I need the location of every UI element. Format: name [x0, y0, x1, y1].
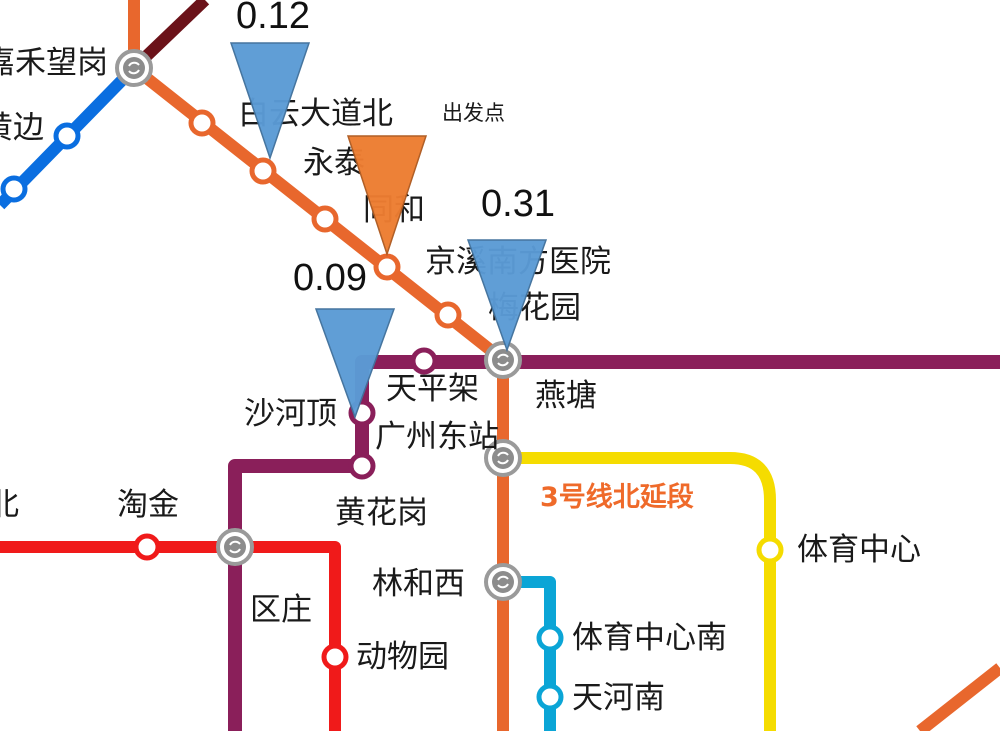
line-cyan [503, 576, 556, 731]
label-taojin: 淘金 [117, 487, 179, 523]
marker-tonghe [346, 135, 428, 257]
stop-yongtai[interactable] [311, 205, 339, 233]
stop-tiyuzhongxin[interactable] [756, 536, 784, 564]
stop-blue-lower[interactable] [0, 175, 28, 203]
stop-tianpingjia[interactable] [410, 347, 438, 375]
interchange-jiahewanggang[interactable] [115, 49, 153, 87]
marker-shaheding [314, 308, 396, 420]
label-huanghuagang: 黄花岗 [335, 495, 428, 531]
stop-taojin[interactable] [133, 533, 161, 561]
stop-orange-1[interactable] [188, 109, 216, 137]
interchange-quzhuang-area[interactable] [216, 528, 254, 566]
label-departure: 出发点 [442, 101, 505, 125]
marker-value-meihuayuan: 0.31 [481, 183, 555, 225]
stop-dongwuyuan[interactable] [321, 643, 349, 671]
line-orange-lower-right [916, 663, 1000, 731]
interchange-yantang[interactable] [484, 341, 522, 379]
marker-value-baiyundadaobei: 0.12 [236, 0, 310, 37]
stop-huangbian[interactable] [53, 122, 81, 150]
label-tianpingjia: 天平架 [386, 371, 479, 407]
stop-tiyuzhongxinnan[interactable] [536, 624, 564, 652]
label-huangbian: 黄边 [0, 110, 44, 146]
stop-jingxi[interactable] [434, 301, 462, 329]
label-bei-partial: 北 [0, 487, 19, 523]
label-dongwuyuan: 动物园 [356, 639, 449, 675]
interchange-guangzhoudongzhan[interactable] [484, 439, 522, 477]
stop-tonghe[interactable] [373, 253, 401, 281]
label-quzhuang: 区庄 [250, 592, 312, 628]
label-shaheding: 沙河顶 [244, 396, 337, 432]
line-yellow [503, 452, 776, 731]
stop-baiyundadaobei[interactable] [249, 157, 277, 185]
label-linhexi: 林和西 [372, 566, 465, 602]
marker-meihuayuan [466, 239, 548, 353]
label-guangzhoudongzhan: 广州东站 [375, 419, 499, 455]
label-tianhenan: 天河南 [572, 680, 665, 716]
marker-baiyundadaobei [229, 42, 311, 161]
label-tiyuzhongxin: 体育中心 [797, 532, 921, 568]
label-tiyuzhongxinnan: 体育中心南 [572, 620, 727, 656]
label-yantang: 燕塘 [535, 378, 597, 414]
stop-huanghuagang[interactable] [348, 452, 376, 480]
marker-value-shaheding: 0.09 [293, 257, 367, 299]
line-red [0, 541, 341, 731]
label-jiahewanggang: 嘉禾望岗 [0, 45, 108, 81]
interchange-linhexi[interactable] [484, 563, 522, 601]
stop-tianhenan[interactable] [536, 683, 564, 711]
label-segment-3-north-extension: 3号线北延段 [540, 482, 694, 513]
